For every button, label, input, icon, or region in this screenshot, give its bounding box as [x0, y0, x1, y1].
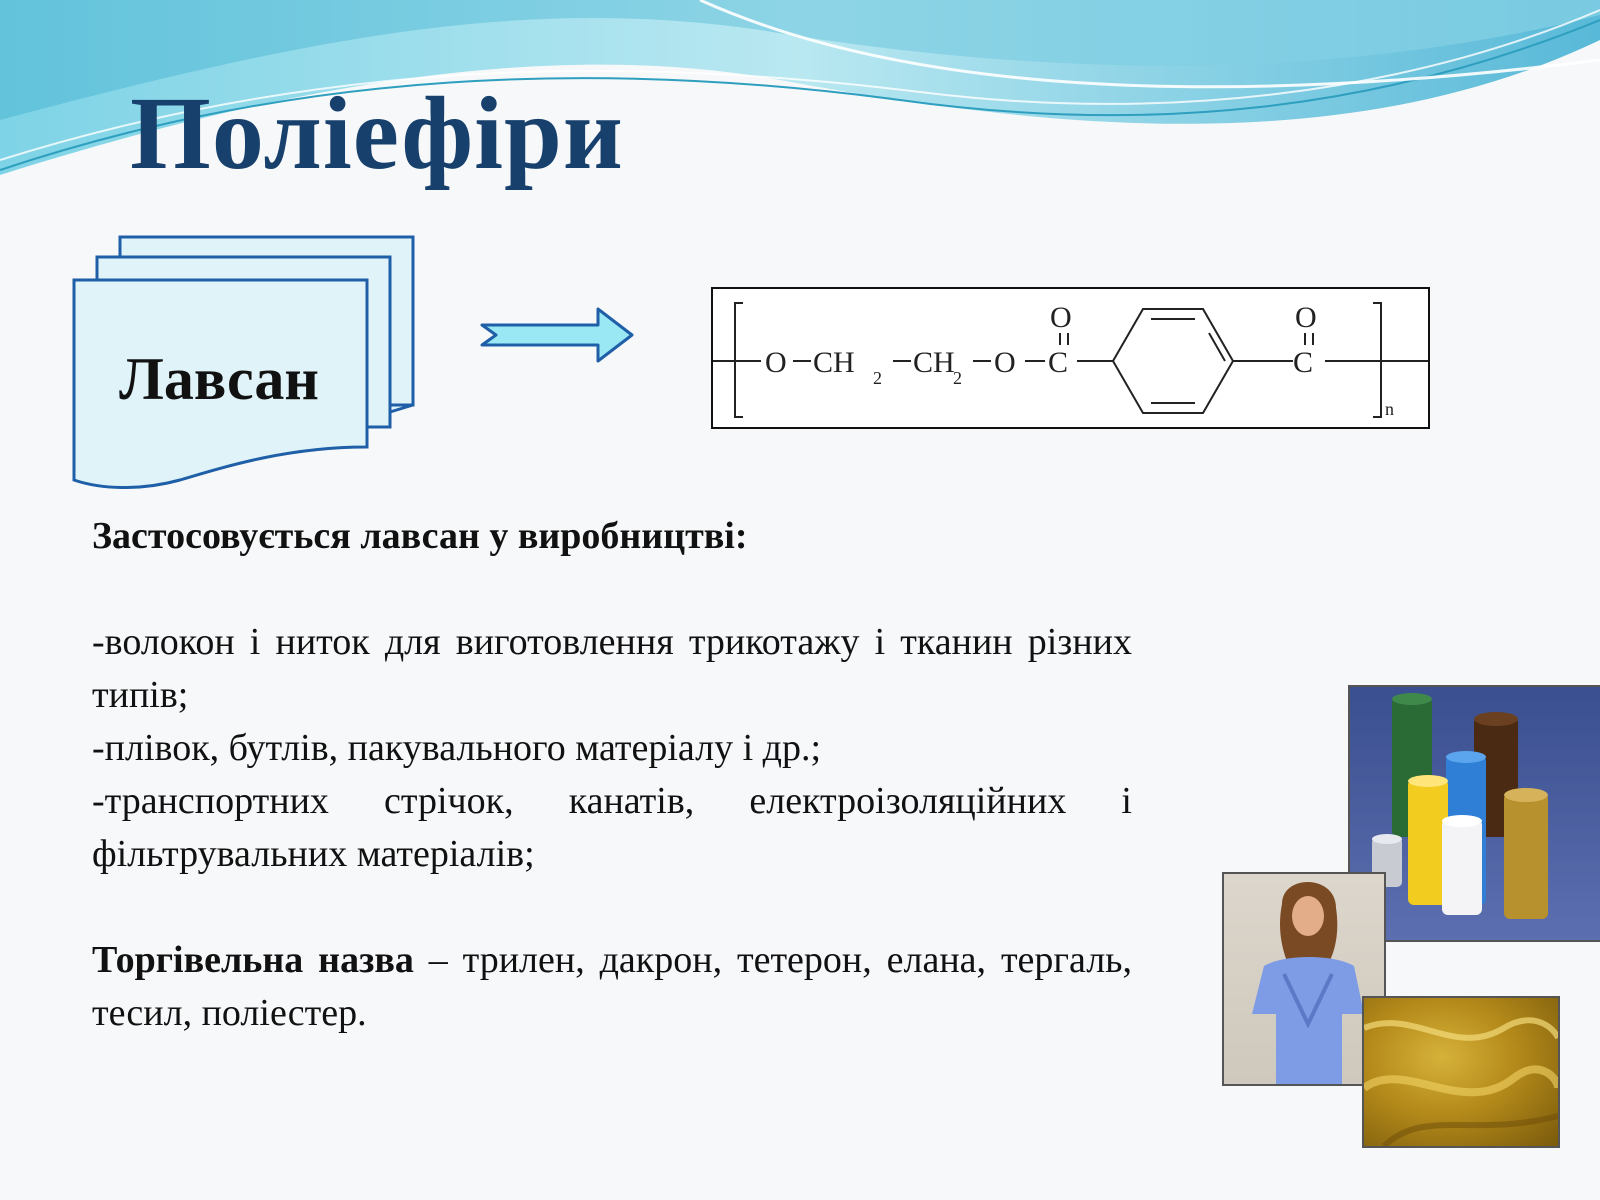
formula-ch2-b: CH: [913, 346, 955, 379]
header-wave: [0, 0, 1600, 175]
formula-subscript-2a: 2: [873, 368, 882, 388]
fabric-illustration: [1364, 1017, 1558, 1146]
formula-carbonyl-oxygen-2: O: [1295, 301, 1317, 334]
application-item-belts: -транспортних стрічок, канатів, електроі…: [92, 780, 1132, 875]
applications-heading: Застосовується лавсан у виробництві:: [92, 515, 748, 557]
right-arrow-icon: [480, 307, 634, 363]
formula-oxygen-1: O: [765, 346, 787, 379]
formula-carbon-1: C: [1048, 346, 1068, 379]
lavsan-structural-formula: O CH 2 CH 2 O C O C O n: [713, 301, 1428, 419]
rolls-illustration: [1372, 693, 1548, 919]
document-label: Лавсан: [119, 346, 319, 412]
polyester-rolls-image: [1348, 685, 1600, 942]
application-item-fibers: -волокон і ниток для виготовлення трикот…: [92, 621, 1132, 716]
spacer: [92, 881, 1132, 934]
trade-names-label: Торгівельна назва: [92, 939, 414, 981]
woman-illustration: [1252, 881, 1364, 1084]
formula-subscript-2b: 2: [953, 368, 962, 388]
woman-dress-image: [1222, 872, 1386, 1086]
formula-repeat-n: n: [1385, 399, 1394, 419]
application-item-films: -плівок, бутлів, пакувального матеріалу …: [92, 727, 822, 769]
document-stack-shape: [72, 235, 415, 490]
page-title: Поліефіри: [130, 76, 624, 191]
formula-carbon-2: C: [1293, 346, 1313, 379]
gold-fabric-image: [1362, 996, 1560, 1148]
formula-oxygen-2: O: [994, 346, 1016, 379]
trade-names-list: – трилен, дакрон, тетерон, елана, тергал…: [92, 939, 1132, 1034]
formula-ch2-a: CH: [813, 346, 855, 379]
document-front: [72, 278, 369, 490]
body-text: Застосовується лавсан у виробництві: -во…: [92, 510, 1132, 1040]
formula-carbonyl-oxygen-1: O: [1050, 301, 1072, 334]
structural-formula-box: O CH 2 CH 2 O C O C O n: [711, 287, 1430, 429]
trade-names-paragraph: Торгівельна назва – трилен, дакрон, тете…: [92, 934, 1132, 1040]
